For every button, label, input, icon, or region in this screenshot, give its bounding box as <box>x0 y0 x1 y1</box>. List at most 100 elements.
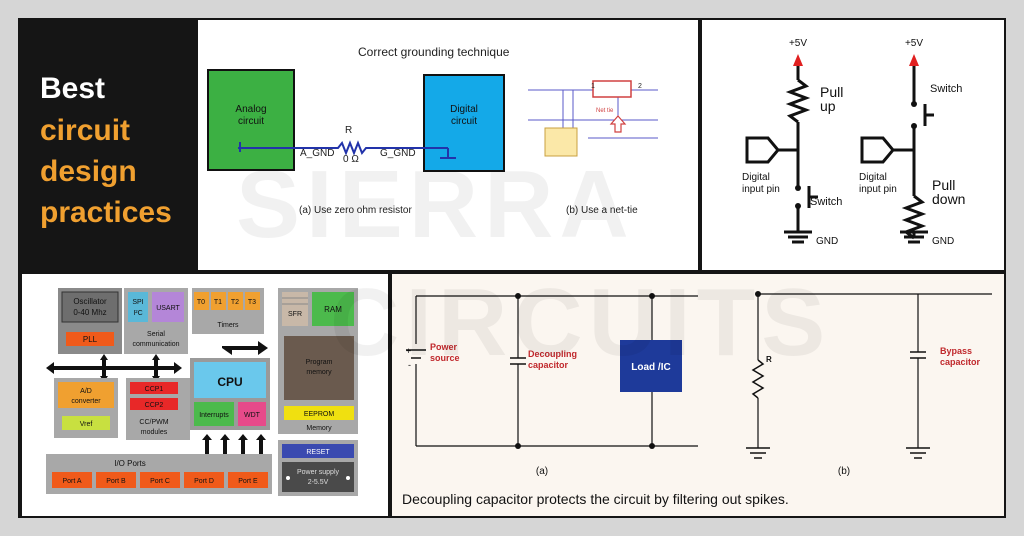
io-bus-arrows-icon <box>202 434 266 462</box>
usart-block <box>152 292 184 322</box>
input-left-label-2: input pin <box>742 184 780 195</box>
series-resistor <box>751 359 765 399</box>
eeprom-block <box>284 406 354 420</box>
pull-resistor-diagram: +5V Pull up Digital input pin Switch GND… <box>742 38 965 247</box>
port-b-label: Port B <box>106 478 126 485</box>
ad-converter-block <box>58 382 114 408</box>
port-d-label: Port D <box>194 478 214 485</box>
ccp1-label: CCP1 <box>145 386 164 393</box>
decoupling-panel: + - Power source Decoupling capacitor Lo… <box>392 274 1004 516</box>
grounding-diagram: Correct grounding technique Analog circu… <box>207 45 658 216</box>
serial-label-2: communication <box>132 341 179 348</box>
pullup-label-2: up <box>820 98 836 114</box>
nettie-label: Net tie <box>596 108 614 114</box>
ccp2-block <box>130 398 178 410</box>
ram-label: RAM <box>324 305 342 314</box>
port-c <box>140 472 180 488</box>
switch-right-contact-top <box>911 101 917 107</box>
title-line-circuit: circuit <box>40 114 131 147</box>
cpu-label: CPU <box>217 375 242 389</box>
digital-label-1: Digital <box>450 104 478 115</box>
sfr-block <box>282 292 308 326</box>
ccpwm-label-1: CC/PWM <box>139 419 168 426</box>
timer-label-t3: T3 <box>248 299 256 306</box>
vcc-left-arrow-icon <box>793 54 803 66</box>
grounding-panel: Correct grounding technique Analog circu… <box>198 20 698 270</box>
caption-a: (a) Use zero ohm resistor <box>299 205 412 216</box>
power-source-label-1: Power <box>430 342 458 352</box>
reset-block <box>282 444 354 458</box>
program-memory-label-1: Program <box>306 359 333 366</box>
oscillator-label-1: Oscillator <box>73 297 107 306</box>
gnd-left-label: GND <box>816 236 838 247</box>
title-line-best: Best <box>40 72 106 105</box>
pullup-resistor <box>785 78 811 124</box>
spi-block <box>128 292 148 322</box>
bus-arrow-horizontal-icon <box>46 362 182 374</box>
memory-label: Memory <box>306 425 332 432</box>
source-minus: - <box>408 360 411 370</box>
decoupling-caption: Decoupling capacitor protects the circui… <box>402 491 789 507</box>
decap-label-1: Decoupling <box>528 349 577 359</box>
title-panel: Best circuit design practices <box>18 18 196 272</box>
eeprom-label: EEPROM <box>304 411 335 418</box>
i2c-label: I²C <box>133 310 142 317</box>
label-b: (b) <box>838 466 850 477</box>
input-left-label-1: Digital <box>742 172 770 183</box>
power-supply-block <box>282 462 354 492</box>
pulldown-label-2: down <box>932 191 965 207</box>
io-ports-label: I/O Ports <box>114 459 146 468</box>
digital-circuit-block <box>423 74 505 172</box>
port-e-label: Port E <box>238 478 258 485</box>
analog-label-1: Analog <box>235 104 266 115</box>
nettie-pin2: 2 <box>638 83 642 90</box>
wdt-label: WDT <box>244 412 261 419</box>
nettie-arrow-icon <box>609 115 627 133</box>
bus-arrow-v1-icon <box>100 354 108 382</box>
digital-label-2: circuit <box>451 116 477 127</box>
interrupts-label: Interrupts <box>199 412 229 419</box>
oscillator-block <box>61 291 119 323</box>
program-memory-label-2: memory <box>306 369 332 376</box>
agnd-label: A_GND <box>300 148 334 159</box>
wdt-block <box>238 402 266 426</box>
pll-block <box>66 332 114 346</box>
bus-arrow-v2-icon <box>152 354 160 382</box>
timer-label-t0: T0 <box>197 299 205 306</box>
timers-label: Timers <box>217 322 239 329</box>
input-right-label-2: input pin <box>859 184 897 195</box>
resistor-r-label: R <box>766 355 772 364</box>
ccp2-label: CCP2 <box>145 402 164 409</box>
input-pin-right <box>860 136 895 164</box>
decoupling-diagram: + - Power source Decoupling capacitor Lo… <box>402 291 992 507</box>
timer-t0 <box>194 292 209 310</box>
port-e <box>228 472 268 488</box>
timer-t3 <box>245 292 260 310</box>
pull-resistor-panel: +5V Pull up Digital input pin Switch GND… <box>702 20 1004 270</box>
switch-right-label: Switch <box>930 83 962 95</box>
timer-t2 <box>228 292 243 310</box>
ccp1-block <box>130 382 178 394</box>
timer-label-t1: T1 <box>214 299 222 306</box>
ram-block <box>312 292 354 326</box>
port-d <box>184 472 224 488</box>
serial-label-1: Serial <box>147 331 165 338</box>
timer-t1 <box>211 292 226 310</box>
vcc-left-label: +5V <box>789 38 807 49</box>
title-line-practices: practices <box>40 196 172 229</box>
pulldown-label-1: Pull <box>932 177 955 193</box>
interrupts-block <box>194 402 234 426</box>
caption-b: (b) Use a net-tie <box>566 205 638 216</box>
program-memory-block <box>284 336 354 400</box>
switch-left-label: Switch <box>810 196 842 208</box>
analog-label-2: circuit <box>238 116 264 127</box>
vref-label: Vref <box>80 421 93 428</box>
source-plus: + <box>406 346 411 356</box>
label-a: (a) <box>536 466 548 477</box>
ccpwm-label-2: modules <box>141 429 168 436</box>
ggnd-label: G_GND <box>380 148 416 159</box>
usart-label: USART <box>156 305 180 312</box>
title-line-design: design <box>40 155 137 188</box>
bypass-label-1: Bypass <box>940 346 972 356</box>
reset-label: RESET <box>306 449 330 456</box>
